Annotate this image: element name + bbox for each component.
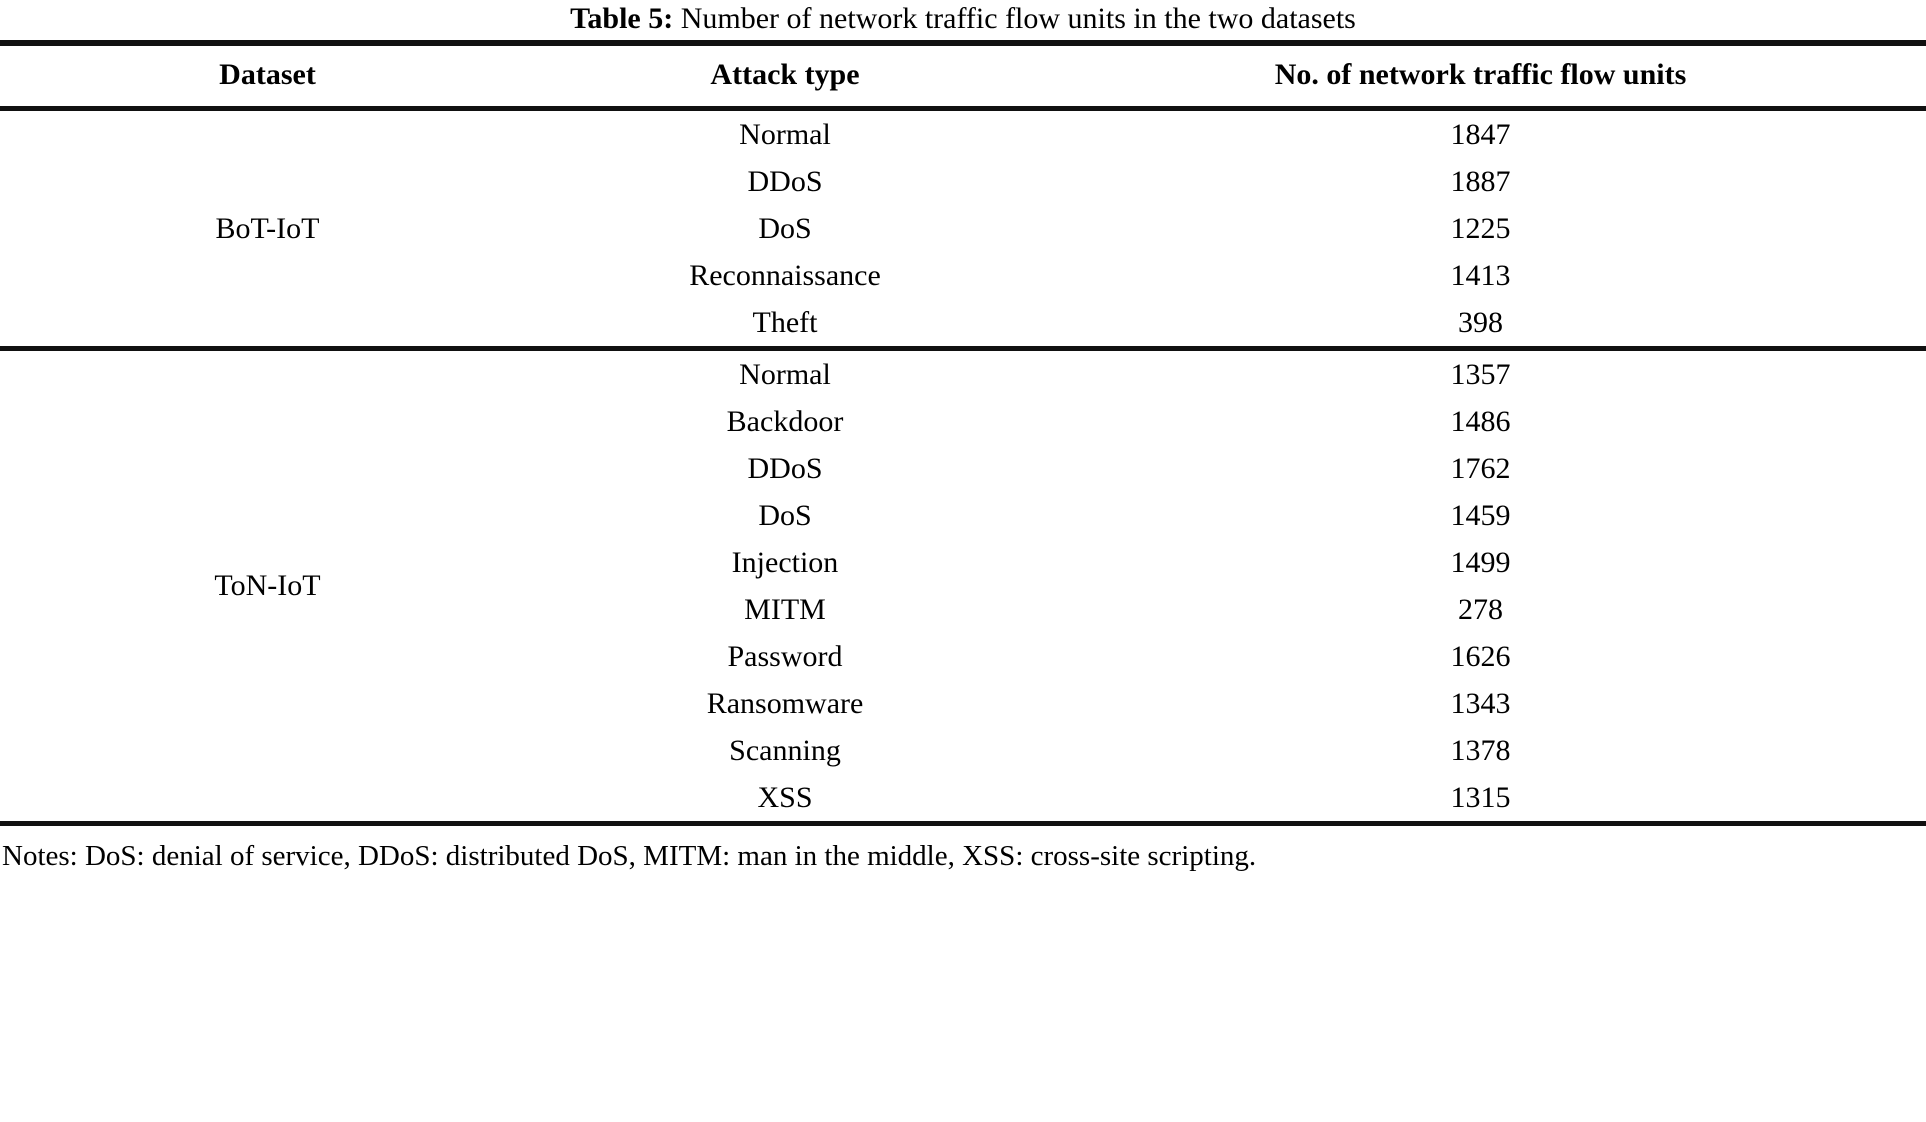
attack-type-cell: MITM xyxy=(744,592,826,626)
column-header-attack-type: Attack type xyxy=(710,58,860,91)
count-cell: 1459 xyxy=(1450,498,1511,532)
table-row: ToN-IoT Normal 1357 xyxy=(0,351,1926,603)
attack-type-cell: Normal xyxy=(739,357,831,391)
count-cell: 1887 xyxy=(1450,164,1511,198)
count-cell: 1315 xyxy=(1450,780,1511,814)
table-header-rule xyxy=(0,106,1926,111)
attack-type-cell: XSS xyxy=(757,780,813,814)
table-row: Password 1626 xyxy=(0,633,1926,680)
table-row: Theft 398 xyxy=(0,299,1926,346)
table-row: Injection 1499 xyxy=(0,539,1926,586)
count-cell: 1378 xyxy=(1450,733,1511,767)
table-row: Ransomware 1343 xyxy=(0,680,1926,727)
table-section-rule xyxy=(0,346,1926,351)
attack-type-cell: Theft xyxy=(752,305,818,339)
table-row: Scanning 1378 xyxy=(0,727,1926,774)
table-row: DoS 1225 xyxy=(0,205,1926,252)
table-caption-text: Number of network traffic flow units in … xyxy=(673,2,1356,35)
table-row: MITM 278 xyxy=(0,586,1926,633)
table-header: Dataset Attack type No. of network traff… xyxy=(0,46,1926,106)
count-cell: 1225 xyxy=(1450,211,1511,245)
attack-type-cell: Scanning xyxy=(729,733,841,767)
data-table: Dataset Attack type No. of network traff… xyxy=(0,46,1926,106)
attack-type-cell: DDoS xyxy=(747,164,823,198)
count-cell: 1357 xyxy=(1450,357,1511,391)
table-row: XSS 1315 xyxy=(0,774,1926,821)
count-cell: 1343 xyxy=(1450,686,1511,720)
dataset-label-bot-iot: BoT-IoT xyxy=(215,211,320,245)
table-section-ton-iot: ToN-IoT Normal 1357 Backdoor 1486 DDoS 1… xyxy=(0,351,1926,821)
table-row: Backdoor 1486 xyxy=(0,398,1926,445)
table-row: Reconnaissance 1413 xyxy=(0,252,1926,299)
attack-type-cell: Password xyxy=(727,639,843,673)
attack-type-cell: Backdoor xyxy=(726,404,844,438)
table-row: DDoS 1887 xyxy=(0,158,1926,205)
attack-type-cell: Injection xyxy=(731,545,839,579)
count-cell: 398 xyxy=(1458,305,1503,339)
count-cell: 1762 xyxy=(1450,451,1511,485)
count-cell: 1626 xyxy=(1450,639,1511,673)
table-bottom-rule xyxy=(0,821,1926,826)
attack-type-cell: Normal xyxy=(739,117,831,151)
table-top-rule xyxy=(0,40,1926,46)
table-caption: Table 5: Number of network traffic flow … xyxy=(0,0,1926,40)
attack-type-cell: DoS xyxy=(758,498,812,532)
attack-type-cell: DDoS xyxy=(747,451,823,485)
table-row: BoT-IoT Normal 1847 xyxy=(0,111,1926,245)
count-cell: 1486 xyxy=(1450,404,1511,438)
table-section-bot-iot: BoT-IoT Normal 1847 DDoS 1887 DoS 1225 R… xyxy=(0,111,1926,346)
table-row: DoS 1459 xyxy=(0,492,1926,539)
table-row: DDoS 1762 xyxy=(0,445,1926,492)
column-header-dataset: Dataset xyxy=(219,58,316,91)
attack-type-cell: Ransomware xyxy=(706,686,864,720)
header-row: Dataset Attack type No. of network traff… xyxy=(0,46,1926,106)
count-cell: 1413 xyxy=(1450,258,1511,292)
table-notes: Notes: DoS: denial of service, DDoS: dis… xyxy=(2,840,1257,872)
column-header-count: No. of network traffic flow units xyxy=(1274,58,1687,91)
count-cell: 1499 xyxy=(1450,545,1511,579)
attack-type-cell: DoS xyxy=(758,211,812,245)
table-caption-label: Table 5: xyxy=(570,2,674,35)
count-cell: 1847 xyxy=(1450,117,1511,151)
attack-type-cell: Reconnaissance xyxy=(689,258,881,292)
dataset-label-ton-iot: ToN-IoT xyxy=(214,569,321,602)
count-cell: 278 xyxy=(1458,592,1503,626)
